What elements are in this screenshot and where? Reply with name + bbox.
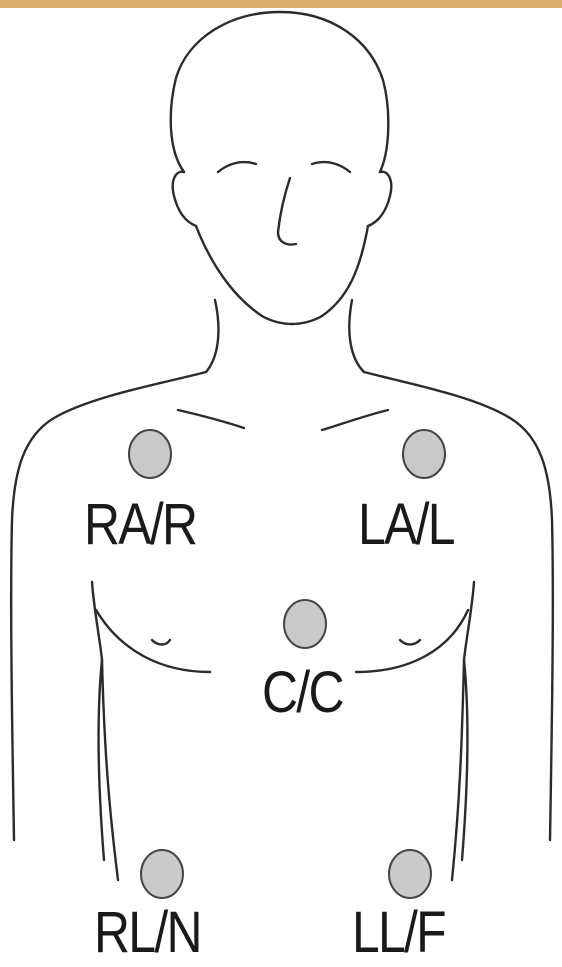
electrode-c xyxy=(284,600,326,648)
electrode-ll xyxy=(389,850,431,898)
electrode-ra xyxy=(129,430,171,478)
label-ra: RA/R xyxy=(84,496,196,554)
right-eye xyxy=(218,162,256,172)
label-rl: RL/N xyxy=(94,904,201,962)
electrode-rl xyxy=(141,850,183,898)
electrode-la xyxy=(403,430,445,478)
left-pectoral xyxy=(356,610,468,672)
left-eye xyxy=(312,162,350,172)
left-nipple xyxy=(400,640,420,645)
right-torso-side xyxy=(92,582,118,880)
left-shoulder-arm xyxy=(364,372,553,840)
neck-right xyxy=(206,300,218,372)
right-clavicle xyxy=(178,410,244,428)
nose xyxy=(278,178,296,245)
neck-left xyxy=(349,300,364,372)
left-clavicle xyxy=(322,410,388,430)
label-ll: LL/F xyxy=(352,904,445,962)
label-la: LA/L xyxy=(358,496,454,554)
right-nipple xyxy=(152,640,170,645)
right-ear xyxy=(173,172,196,226)
head-outline xyxy=(171,12,389,172)
right-shoulder-arm xyxy=(11,372,206,840)
left-ear xyxy=(368,172,391,226)
label-c: C/C xyxy=(262,664,343,722)
